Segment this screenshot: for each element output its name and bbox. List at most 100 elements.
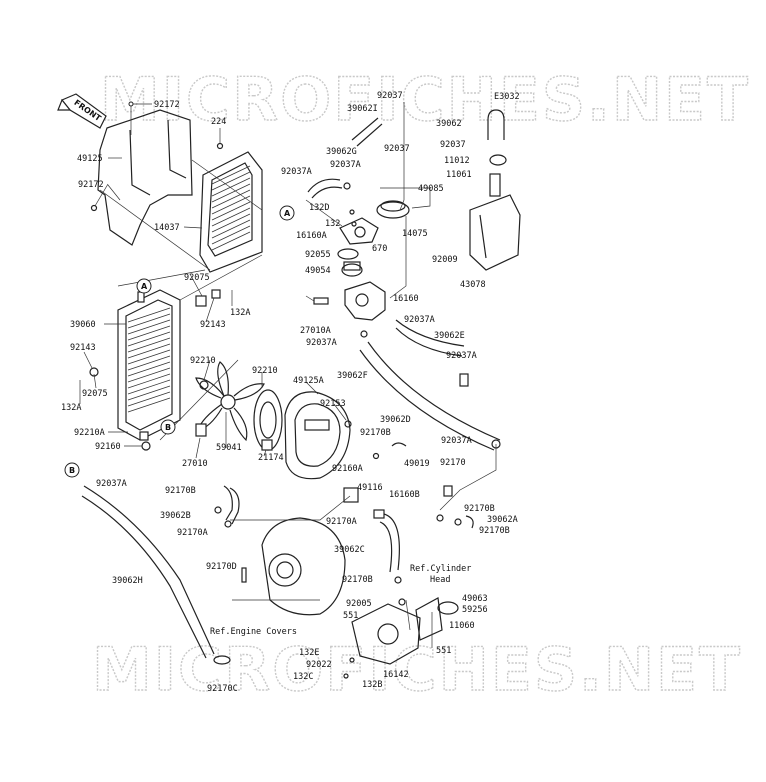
part-label: 92075 xyxy=(82,389,108,399)
part-label: 132C xyxy=(293,672,313,682)
radiator-fin xyxy=(127,319,171,335)
radiator-cap xyxy=(376,200,410,219)
part-label: 92037A xyxy=(441,436,472,446)
svg-text:B: B xyxy=(69,466,75,475)
part-label: 39062A xyxy=(487,515,518,525)
part-label: 670 xyxy=(372,244,387,254)
part-label: 92037A xyxy=(330,160,361,170)
watermark-top: MICROFICHES.NET xyxy=(100,65,750,135)
part-label: 39062I xyxy=(347,104,378,114)
radiator-fin xyxy=(127,385,171,401)
part-label: 39062 xyxy=(436,119,462,129)
grille-slat xyxy=(211,207,251,227)
part-label: 92022 xyxy=(306,660,332,670)
water-pump-impeller xyxy=(437,601,459,615)
part-label: 16160A xyxy=(296,231,327,241)
part-label: 132A xyxy=(61,403,81,413)
radiator-fin xyxy=(127,367,171,383)
part-label: 92037A xyxy=(446,351,477,361)
grille-slat xyxy=(211,231,251,251)
grille-slat xyxy=(211,219,251,239)
part-label: 39062D xyxy=(380,415,411,425)
radiator-fin xyxy=(127,331,171,347)
part-label: 49085 xyxy=(418,184,444,194)
part-label: 27010A xyxy=(300,326,331,336)
part-label: 132B xyxy=(362,680,382,690)
hose-39062C xyxy=(379,513,400,573)
part-label: 14037 xyxy=(154,223,180,233)
part-label: 49125 xyxy=(77,154,103,164)
part-label: 14075 xyxy=(402,229,428,239)
part-label: 92037 xyxy=(440,140,466,150)
watermark-bottom: MICROFICHES.NET xyxy=(92,635,742,705)
grille-slat xyxy=(211,165,251,185)
part-label: 49116 xyxy=(357,483,383,493)
thermostat-cover xyxy=(339,217,379,245)
reference-label: Ref.Engine Covers xyxy=(210,627,297,637)
part-label: 92170B xyxy=(360,428,391,438)
radiator-fin xyxy=(127,379,171,395)
diagram-code: E3032 xyxy=(494,92,520,102)
radiator-fin xyxy=(127,397,171,413)
hose-39062G xyxy=(307,178,343,199)
grille-slat xyxy=(211,213,251,233)
small-fasteners xyxy=(89,142,501,679)
hose-39062D xyxy=(391,442,407,447)
part-label: 92160 xyxy=(95,442,121,452)
grille-slat xyxy=(211,225,251,245)
radiator-fin xyxy=(127,349,171,365)
radiator-fin xyxy=(127,373,171,389)
part-label: 92009 xyxy=(432,255,458,265)
hose-39062E xyxy=(395,319,465,357)
part-label: 16160B xyxy=(389,490,420,500)
part-label: 92037 xyxy=(377,91,403,101)
part-label: 92170A xyxy=(177,528,208,538)
water-pump-housing xyxy=(351,603,421,665)
part-label: 92143 xyxy=(200,320,226,330)
hose-39062A xyxy=(465,515,474,529)
part-label: 27010 xyxy=(182,459,208,469)
part-label: 92037A xyxy=(306,338,337,348)
part-label: 132E xyxy=(299,648,319,658)
part-label: 92210A xyxy=(74,428,105,438)
radiator-fin xyxy=(127,355,171,371)
callout-a-2: A xyxy=(279,205,295,221)
front-arrow-icon: FRONT xyxy=(57,93,107,129)
svg-text:A: A xyxy=(284,209,291,218)
part-label: 92005 xyxy=(346,599,372,609)
thermostat xyxy=(341,261,363,277)
part-label: 92143 xyxy=(70,343,96,353)
grille-slat xyxy=(211,195,251,215)
part-label: 92170C xyxy=(207,684,238,694)
part-label: 92037A xyxy=(404,315,435,325)
callout-b-2: B xyxy=(64,462,80,478)
part-label: 92210 xyxy=(190,356,216,366)
part-label: 92170B xyxy=(479,526,510,536)
part-label: 92037 xyxy=(384,144,410,154)
fan-motor xyxy=(253,389,283,451)
grille-slat xyxy=(211,171,251,191)
part-label: 92055 xyxy=(305,250,331,260)
radiator-fin xyxy=(127,391,171,407)
part-label: 92037A xyxy=(281,167,312,177)
part-label: 92210 xyxy=(252,366,278,376)
part-label: 92170A xyxy=(326,517,357,527)
radiator-fin xyxy=(127,337,171,353)
part-label: 16160 xyxy=(393,294,419,304)
part-label: 49019 xyxy=(404,459,430,469)
grille-slat xyxy=(211,183,251,203)
hose-39062B xyxy=(223,485,240,525)
part-label: 92153 xyxy=(320,399,346,409)
reference-label: Ref.Cylinder xyxy=(410,564,471,574)
callout-b-1: B xyxy=(160,419,176,435)
svg-text:A: A xyxy=(141,282,148,291)
part-label: 92160A xyxy=(332,464,363,474)
callout-a-1: A xyxy=(136,278,152,294)
svg-text:B: B xyxy=(165,423,171,432)
part-label: 11060 xyxy=(449,621,475,631)
part-label: 11012 xyxy=(444,156,470,166)
part-label: 21174 xyxy=(258,453,284,463)
part-label: 224 xyxy=(211,117,226,127)
radiator-fin xyxy=(127,313,171,329)
